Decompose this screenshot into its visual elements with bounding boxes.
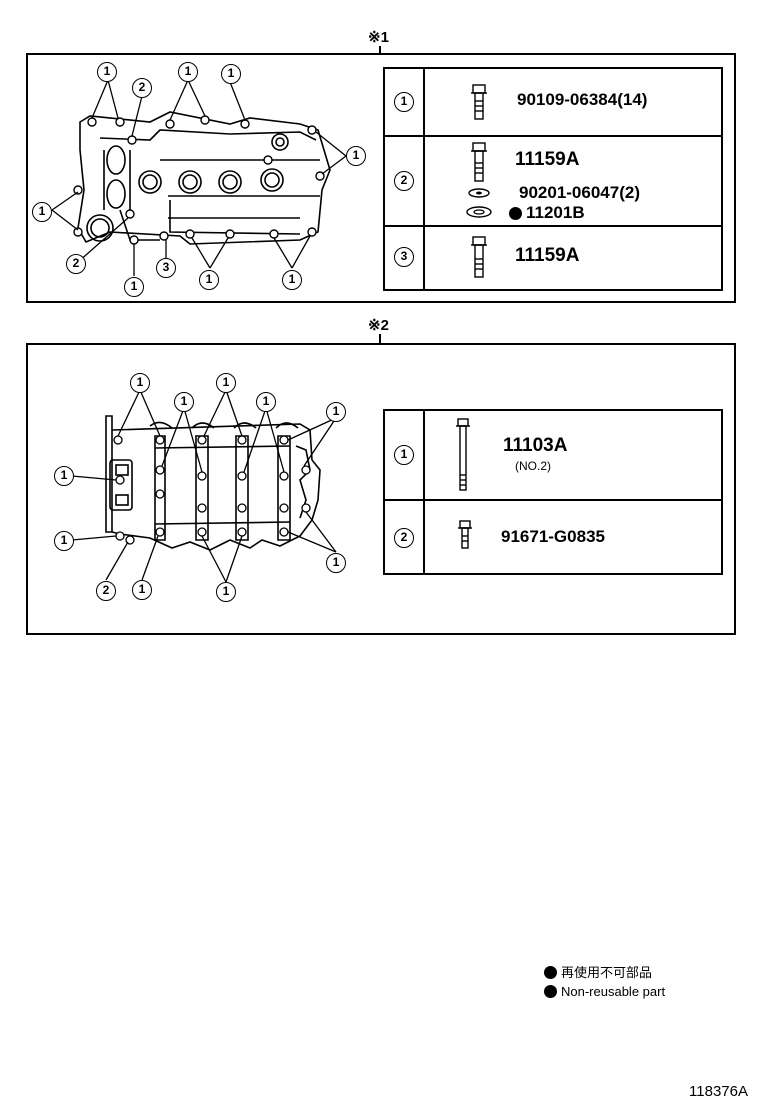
callout-1: 1	[199, 270, 219, 290]
part-row-2: 2 91671-G0835	[385, 499, 721, 575]
short-bolt-icon	[458, 520, 472, 549]
callout-1: 1	[216, 373, 236, 393]
panel1-ref-tick	[379, 46, 381, 54]
camshaft-bearing-cap-drawing	[71, 389, 337, 583]
part-row-2: 2 11159A 90201-06047(2) 11201B	[385, 135, 721, 227]
bolt-icon	[471, 236, 487, 278]
part-id-badge: 3	[394, 247, 414, 267]
legend-en: Non-reusable part	[544, 984, 665, 999]
part-row-1: 1 11103A (NO.2)	[385, 411, 721, 499]
part-id-badge: 2	[394, 171, 414, 191]
bolt-icon	[471, 142, 487, 182]
part-number: 90109-06384(14)	[517, 90, 648, 109]
callout-2: 2	[96, 581, 116, 601]
figure-code: 118376A	[689, 1083, 748, 1100]
callout-1: 1	[97, 62, 117, 82]
panel1-ref: ※1	[368, 29, 389, 46]
callout-1: 1	[256, 392, 276, 412]
panel2-parts-table: 1 11103A (NO.2) 2 91671-G0835	[383, 409, 723, 575]
bolt-icon	[471, 84, 487, 120]
part-number: 91671-G0835	[501, 527, 605, 546]
callout-1: 1	[32, 202, 52, 222]
callout-3: 3	[156, 258, 176, 278]
callout-1: 1	[124, 277, 144, 297]
part-note: (NO.2)	[515, 459, 551, 473]
callout-1: 1	[326, 553, 346, 573]
part-row-3: 3 11159A	[385, 225, 721, 291]
long-bolt-icon	[456, 418, 470, 491]
part-number: 11159A	[515, 149, 580, 170]
callout-1: 1	[326, 402, 346, 422]
gasket-icon	[466, 206, 492, 218]
callout-1: 1	[54, 466, 74, 486]
part-id-badge: 2	[394, 528, 414, 548]
callout-2: 2	[66, 254, 86, 274]
part-number: 11103A	[503, 435, 568, 456]
callout-2: 2	[132, 78, 152, 98]
part-id-badge: 1	[394, 92, 414, 112]
callout-1: 1	[282, 270, 302, 290]
panel1-parts-table: 1 90109-06384(14) 2 11159A 90201-06047(2…	[383, 67, 723, 291]
callout-1: 1	[346, 146, 366, 166]
part-number: 90201-06047(2)	[519, 183, 640, 202]
id-column	[385, 411, 425, 573]
non-reusable-mark-icon	[544, 966, 557, 979]
non-reusable-mark-icon	[544, 985, 557, 998]
part-row-1: 1 90109-06384(14)	[385, 69, 721, 135]
part-number: 11159A	[515, 245, 580, 266]
panel2-ref: ※2	[368, 317, 389, 334]
callout-1: 1	[178, 62, 198, 82]
callout-1: 1	[216, 582, 236, 602]
callout-1: 1	[54, 531, 74, 551]
callout-1: 1	[132, 580, 152, 600]
cam-housing-drawing	[51, 79, 347, 276]
legend-jp: 再使用不可部品	[544, 962, 652, 981]
part-number-nonreusable: 11201B	[509, 203, 585, 223]
id-column	[385, 69, 425, 289]
callout-1: 1	[221, 64, 241, 84]
washer-icon	[468, 188, 490, 198]
callout-1: 1	[130, 373, 150, 393]
panel2-ref-tick	[379, 334, 381, 344]
non-reusable-mark-icon	[509, 207, 522, 220]
part-id-badge: 1	[394, 445, 414, 465]
callout-1: 1	[174, 392, 194, 412]
